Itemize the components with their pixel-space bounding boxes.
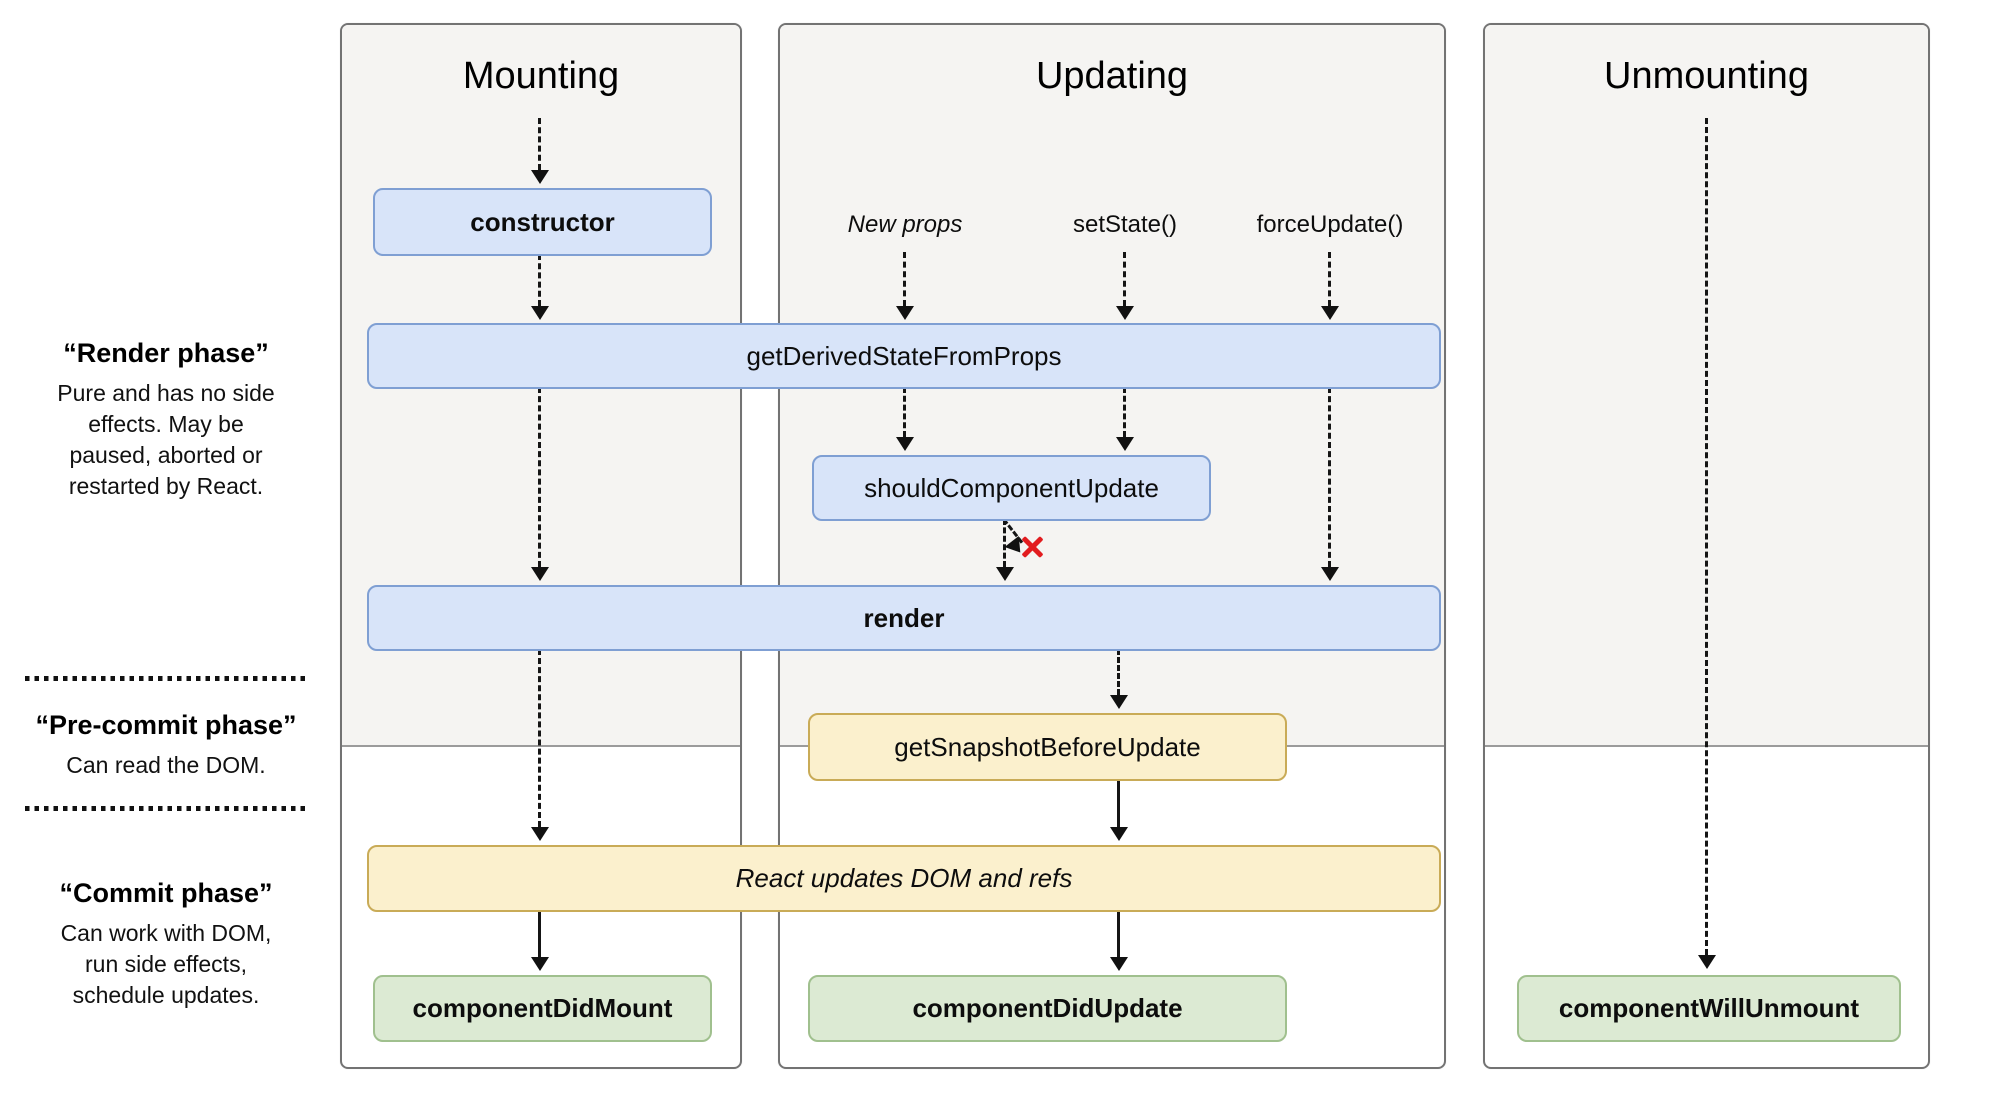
arrow-setstate-to-getderived [1123,252,1126,306]
arrowhead [996,567,1014,581]
getderivedstatefromprops-bar: getDerivedStateFromProps [367,323,1441,389]
arrow-newprops-to-getderived [903,252,906,306]
new-props-label: New props [847,211,963,238]
render-phase-line: effects. May be [88,411,244,437]
componentdidmount-box: componentDidMount [373,975,712,1042]
arrowhead [896,306,914,320]
forceupdate-label: forceUpdate() [1256,211,1404,238]
arrowhead [1321,306,1339,320]
arrow-getsnapshot-to-domupdates [1117,779,1120,827]
render-phase-line: Pure and has no side [57,380,275,406]
arrowhead [1110,957,1128,971]
constructor-box: constructor [373,188,712,256]
arrow-getderived-to-render-mounting [538,387,541,567]
arrowhead [531,306,549,320]
componentdidupdate-box: componentDidUpdate [808,975,1287,1042]
arrow-domupdates-to-componentdidmount [538,910,541,957]
arrow-shouldcomponentupdate-to-render [1003,519,1006,567]
mounting-panel-title: Mounting [462,55,620,97]
setstate-label: setState() [1072,211,1178,238]
arrowhead [1116,306,1134,320]
commit-phase-line: schedule updates. [72,982,260,1008]
arrowhead [1698,955,1716,969]
updating-panel-title: Updating [1035,55,1189,97]
unmounting-panel-title: Unmounting [1604,55,1809,97]
arrowhead [1110,827,1128,841]
arrow-domupdates-to-componentdidupdate [1117,910,1120,957]
render-phase-note: “Render phase” Pure and has no side effe… [16,338,316,502]
pre-commit-phase-line: Can read the DOM. [66,752,266,778]
react-updates-dom-bar: React updates DOM and refs [367,845,1441,912]
skip-render-x-icon [1019,534,1045,560]
pre-commit-phase-note: “Pre-commit phase” Can read the DOM. [16,710,316,781]
arrowhead [896,437,914,451]
render-phase-line: restarted by React. [68,473,264,499]
arrow-render-to-getsnapshot [1117,649,1120,695]
arrowhead [1321,567,1339,581]
render-bar: render [367,585,1441,651]
phase-separator [25,676,307,681]
shouldcomponentupdate-box: shouldComponentUpdate [812,455,1211,521]
getsnapshotbeforeupdate-box: getSnapshotBeforeUpdate [808,713,1287,781]
arrow-forceupdate-to-getderived [1328,252,1331,306]
arrowhead [531,827,549,841]
arrow-newprops-to-shouldcomponentupdate [903,387,906,437]
arrow-constructor-to-getderived [538,254,541,306]
arrowhead [1116,437,1134,451]
arrowhead [1110,695,1128,709]
render-phase-title: “Render phase” [63,338,269,368]
arrow-forceupdate-to-render [1328,387,1331,567]
render-phase-line: paused, aborted or [69,442,263,468]
arrowhead [531,170,549,184]
arrow-unmounting-to-componentwillunmount [1705,118,1708,955]
phase-separator [25,806,307,811]
arrow-render-to-domupdates-mounting [538,649,541,827]
arrow-mounting-start [538,118,541,170]
arrowhead [531,957,549,971]
commit-phase-title: “Commit phase” [59,878,273,908]
commit-phase-line: run side effects, [85,951,247,977]
pre-commit-phase-title: “Pre-commit phase” [35,710,297,740]
updating-panel: Updating [778,23,1446,1069]
commit-phase-line: Can work with DOM, [60,920,272,946]
componentwillunmount-box: componentWillUnmount [1517,975,1901,1042]
arrow-setstate-to-shouldcomponentupdate [1123,387,1126,437]
commit-phase-note: “Commit phase” Can work with DOM, run si… [16,878,316,1011]
arrowhead [531,567,549,581]
